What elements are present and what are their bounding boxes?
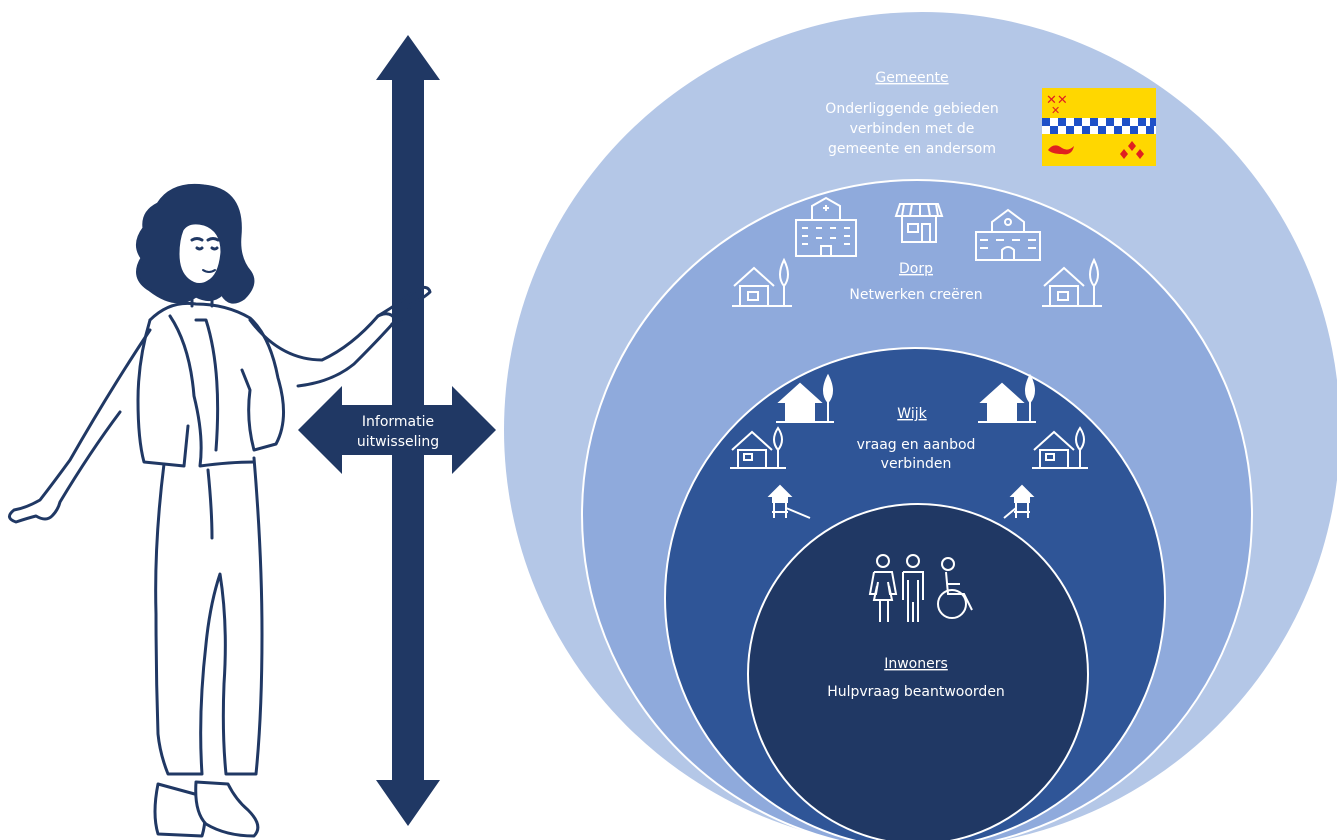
svg-text:✕: ✕ bbox=[1051, 104, 1060, 117]
information-exchange-arrow bbox=[298, 35, 496, 826]
wijk-desc-line-2: verbinden bbox=[881, 456, 952, 472]
playground-icon bbox=[767, 484, 811, 519]
house-tree-icon bbox=[732, 257, 792, 307]
inwoners-desc: Hulpvraag beantwoorden bbox=[827, 684, 1005, 700]
gemeente-desc-line-2: verbinden met de bbox=[850, 121, 975, 137]
dorp-title: Dorp bbox=[899, 261, 933, 277]
people-icon bbox=[868, 554, 924, 622]
shop-icon bbox=[894, 203, 944, 243]
arrow-label-line-1: Informatie bbox=[362, 414, 434, 430]
wijk-desc-line-1: vraag en aanbod bbox=[857, 437, 976, 453]
house-tree-icon bbox=[730, 426, 786, 469]
arrow-label-line-2: uitwisseling bbox=[357, 434, 439, 450]
flag-checker-band bbox=[1042, 118, 1156, 134]
dorp-desc: Netwerken creëren bbox=[849, 287, 982, 303]
gemeente-desc-line-1: Onderliggende gebieden bbox=[825, 101, 998, 117]
school-icon bbox=[975, 208, 1041, 261]
wijk-title: Wijk bbox=[897, 406, 927, 422]
svg-text:✕✕: ✕✕ bbox=[1046, 93, 1068, 108]
woman-pointing-illustration bbox=[8, 183, 432, 838]
inwoners-circle bbox=[747, 503, 1089, 840]
house-tree-icon bbox=[1042, 257, 1102, 307]
inwoners-title: Inwoners bbox=[884, 656, 948, 672]
playground-icon bbox=[1003, 484, 1035, 519]
house-tree-icon bbox=[978, 373, 1036, 423]
apartment-building-icon bbox=[795, 196, 857, 257]
gemeente-title: Gemeente bbox=[875, 70, 948, 86]
flag-icon: ✕✕ ✕ bbox=[1042, 88, 1156, 166]
house-tree-icon bbox=[776, 373, 834, 423]
house-tree-icon bbox=[1032, 426, 1088, 469]
wheelchair-icon bbox=[937, 557, 973, 619]
gemeente-desc-line-3: gemeente en andersom bbox=[828, 141, 996, 157]
